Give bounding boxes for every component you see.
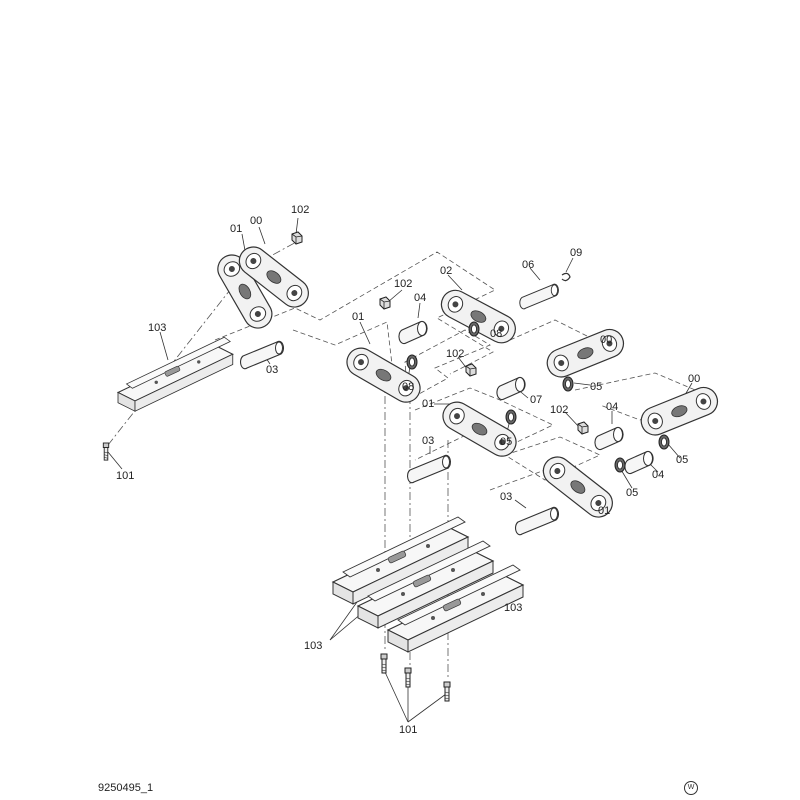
callout-05-d: 05	[626, 487, 639, 499]
callout-101-a: 101	[116, 470, 135, 482]
callout-09: 09	[570, 247, 583, 259]
seal-05-b	[505, 409, 517, 425]
nut-102-b	[379, 296, 391, 310]
callout-04-a: 04	[414, 292, 427, 304]
bolt-101-c	[404, 667, 412, 688]
callout-02: 02	[440, 265, 453, 277]
callout-00-b: 00	[600, 334, 613, 346]
nut-102-c	[465, 363, 477, 377]
bush-04-c	[624, 450, 654, 475]
callout-08-b: 08	[402, 381, 415, 393]
callout-01-a: 01	[230, 223, 243, 235]
callout-103-c: 103	[304, 640, 323, 652]
link-01-c	[437, 396, 522, 462]
bolt-101-d	[443, 681, 451, 702]
clip-09	[561, 272, 571, 282]
nut-102-d	[577, 421, 589, 435]
seal-08-a	[468, 321, 480, 337]
link-00-c	[636, 382, 723, 440]
pin-03-c	[514, 506, 560, 536]
callout-04-b: 04	[606, 401, 619, 413]
bush-04-b	[594, 426, 624, 451]
bush-07	[496, 376, 526, 401]
callout-03-a: 03	[266, 364, 279, 376]
callout-05-b: 05	[500, 436, 513, 448]
nut-102-a	[291, 231, 303, 245]
seal-08-b	[406, 354, 418, 370]
callout-102-d: 102	[550, 404, 569, 416]
shoe-103-a	[117, 336, 234, 412]
callout-08-a: 08	[490, 328, 503, 340]
link-00-b	[542, 324, 629, 382]
callout-05-a: 05	[590, 381, 603, 393]
callout-102-a: 102	[291, 204, 310, 216]
callout-00-c: 00	[688, 373, 701, 385]
callout-03-c: 03	[500, 491, 513, 503]
callout-05-c: 05	[676, 454, 689, 466]
callout-04-c: 04	[652, 469, 665, 481]
seal-05-a	[562, 376, 574, 392]
callout-102-c: 102	[446, 348, 465, 360]
callout-101-b: 101	[399, 724, 418, 736]
watermark-logo: W	[684, 781, 698, 795]
callout-01-b: 01	[352, 311, 365, 323]
seal-05-c	[658, 434, 670, 450]
callout-102-b: 102	[394, 278, 413, 290]
callout-07: 07	[530, 394, 543, 406]
seal-05-d	[614, 457, 626, 473]
callout-103-b: 103	[504, 602, 523, 614]
pin-03-b	[406, 454, 452, 484]
bolt-101-b	[380, 653, 388, 674]
pin-06	[519, 283, 559, 310]
callout-01-c: 01	[422, 398, 435, 410]
callout-01-d: 01	[598, 505, 611, 517]
callout-00-a: 00	[250, 215, 263, 227]
callout-103-a: 103	[148, 322, 167, 334]
drawing-code: 9250495_1	[98, 782, 154, 794]
callout-06: 06	[522, 259, 535, 271]
link-01-b	[341, 342, 426, 408]
bolt-101-a	[102, 442, 110, 461]
callout-03-b: 03	[422, 435, 435, 447]
bush-04-a	[398, 320, 428, 345]
